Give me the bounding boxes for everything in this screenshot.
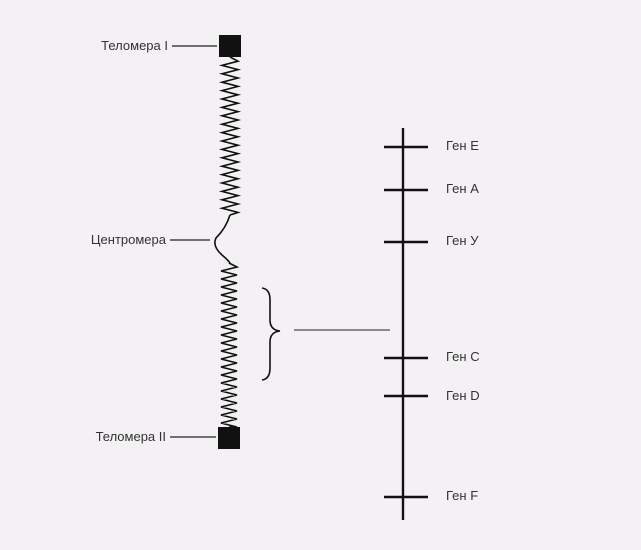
centromere-label: Центромера — [30, 232, 166, 248]
gene-label-c: Ген C — [446, 349, 480, 365]
chromosome-coil-lower — [221, 263, 237, 427]
gene-label-y: Ген У — [446, 233, 478, 249]
chromosome-coil-upper — [222, 57, 238, 215]
gene-ticks — [384, 147, 428, 497]
gene-label-e: Ген E — [446, 138, 479, 154]
telomere-bottom-label: Теломера II — [30, 429, 166, 445]
region-brace — [262, 288, 280, 380]
gene-label-a: Ген A — [446, 181, 479, 197]
chromosome — [215, 35, 241, 449]
centromere-link — [215, 215, 230, 263]
telomere-bottom-block — [218, 427, 240, 449]
telomere-top-label: Теломера I — [40, 38, 168, 54]
gene-label-f: Ген F — [446, 488, 478, 504]
telomere-top-block — [219, 35, 241, 57]
gene-label-d: Ген D — [446, 388, 480, 404]
